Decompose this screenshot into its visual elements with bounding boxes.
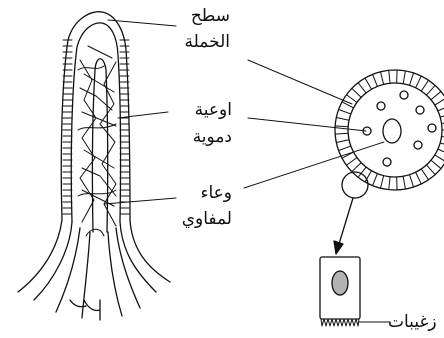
cross-section-cell-boundary [339,146,351,150]
cross-section-cell-boundary [421,80,428,91]
cross-section-cell-boundary [403,176,405,189]
capillary-network [80,46,116,226]
leader-vessels-left [118,112,168,118]
leader-lacteal-left [104,198,176,204]
cross-section-cell-boundary [403,71,405,84]
cross-section-cell-boundary [416,76,422,88]
cross-section-cell-boundary [389,70,390,83]
cross-section-cell-boundary [410,175,414,187]
cross-section-cell-boundary [438,149,444,154]
epithelial-cell [320,198,360,326]
cross-section-cell-boundary [426,165,435,175]
villus-cross-section [335,70,444,198]
cross-section-cell-boundary [365,171,372,182]
cross-section-cell-boundary [358,83,366,93]
cross-section-cell-boundary [336,118,349,121]
cross-section-cell-boundary [380,72,383,85]
cross-section-cell-boundary [431,160,441,168]
cross-section-cell-boundary [352,88,361,97]
cross-section-cell-boundary [346,158,357,166]
cross-section-cell-boundary [389,177,390,190]
villus-longitudinal-section [18,12,170,320]
cross-section-cell-boundary [380,176,383,189]
leader-surface-right [248,60,352,104]
magnify-arrow-line [339,198,353,244]
villus-base [18,220,170,320]
cross-section-cell-boundary [426,85,435,95]
cell-nucleus [332,271,348,295]
cross-section-cell-boundary [346,95,357,103]
magnify-arrow-head [334,241,343,254]
label-lacteal-line2: لمفاوي [168,207,232,231]
cross-section-cell-boundary [373,74,378,86]
cross-section-cell-boundary [335,133,348,134]
label-microvilli: زغيبات [388,310,444,334]
cross-section-cell-boundary [416,172,422,184]
cross-section-cell-boundary [336,140,349,143]
cross-section-cell-boundary [435,98,444,105]
magnified-region [342,172,368,198]
cross-section-cell-boundary [438,106,444,111]
cross-section-cell-boundary [335,126,348,127]
capillary-network-2 [78,66,116,236]
label-vessels-line2: دموية [172,125,232,149]
cross-section-lacteal [383,119,401,143]
cross-section-cell-boundary [440,143,444,147]
cross-section-cell-boundary [365,78,372,89]
microvilli-border [321,319,359,326]
cross-section-vessels [363,91,436,166]
cross-section-cell-boundary [431,91,441,99]
cross-section-cell-boundary [373,174,378,186]
label-lacteal-line1: وعاء [178,181,232,205]
cross-section-cell-boundary [421,169,428,180]
cross-section-cell-boundary [339,109,351,113]
label-vessels-line1: اوعية [172,98,232,122]
label-surface-line2: الخملة [168,30,230,54]
cross-section-cell-boundary [440,113,444,117]
cross-section-cell-boundary [410,73,414,85]
cross-section-cell-boundary [352,163,361,172]
label-surface-line1: سطح [178,4,230,28]
cross-section-cell-boundary [435,155,444,162]
